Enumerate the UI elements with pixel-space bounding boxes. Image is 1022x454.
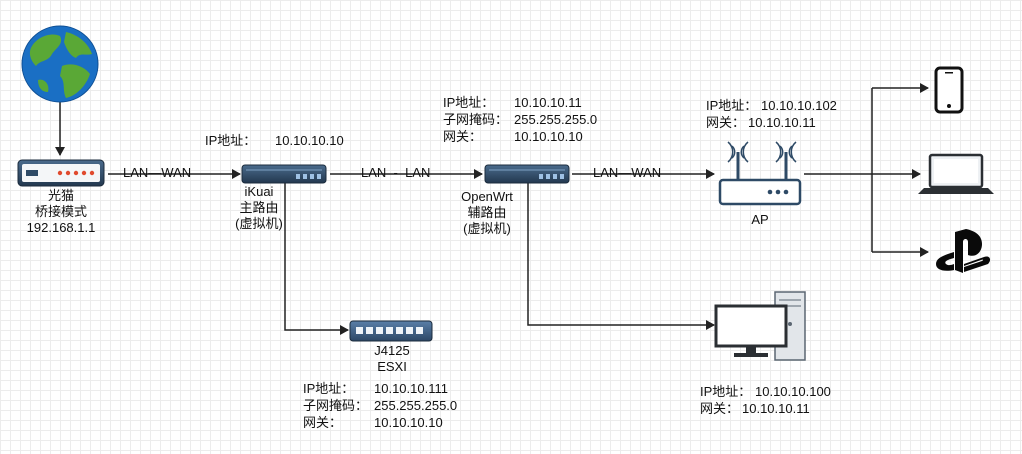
edge-ikuai-esxi bbox=[284, 183, 349, 335]
laptop-icon bbox=[918, 153, 994, 194]
ikuai-ip-key: IP地址： bbox=[205, 133, 257, 148]
pc-ip-key: IP地址： bbox=[700, 384, 752, 399]
modem-mode: 桥接模式 bbox=[34, 204, 88, 219]
ap-ip: 10.10.10.102 bbox=[761, 98, 837, 113]
ap-ip-key: IP地址： bbox=[706, 98, 758, 113]
switch-icon bbox=[349, 320, 433, 342]
esxi-ip-key: IP地址： bbox=[303, 381, 355, 396]
ikuai-name: iKuai bbox=[244, 184, 274, 199]
modem-label: 光猫 bbox=[47, 188, 75, 203]
openwrt-gw-key: 网关： bbox=[443, 129, 483, 144]
phone-icon bbox=[934, 66, 964, 114]
pc-ip: 10.10.10.100 bbox=[755, 384, 831, 399]
esxi-mask-key: 子网掩码： bbox=[303, 398, 369, 413]
openwrt-mask-key: 子网掩码： bbox=[443, 112, 509, 127]
modem-icon bbox=[17, 159, 105, 187]
ikuai-vm: (虚拟机) bbox=[235, 216, 283, 231]
esxi-gw: 10.10.10.10 bbox=[374, 415, 443, 430]
edge-label-ikuai-openwrt: LAN - LAN bbox=[361, 165, 431, 180]
openwrt-gw: 10.10.10.10 bbox=[514, 129, 583, 144]
globe-icon bbox=[21, 25, 99, 103]
openwrt-ip-key: IP地址： bbox=[443, 95, 495, 110]
pc-gw: 10.10.10.11 bbox=[742, 401, 810, 416]
esxi-mask: 255.255.255.0 bbox=[374, 398, 458, 413]
openwrt-vm: (虚拟机) bbox=[463, 221, 511, 236]
openwrt-role: 辅路由 bbox=[467, 205, 507, 220]
openwrt-mask: 255.255.255.0 bbox=[514, 112, 598, 127]
ikuai-ip: 10.10.10.10 bbox=[275, 133, 344, 148]
ap-gw-key: 网关： bbox=[706, 115, 746, 130]
edge-label-modem-ikuai: LAN—WAN bbox=[123, 165, 192, 180]
esxi-name: ESXI bbox=[377, 359, 407, 374]
esxi-gw-key: 网关： bbox=[303, 415, 343, 430]
edge-label-openwrt-ap: LAN—WAN bbox=[593, 165, 662, 180]
playstation-icon bbox=[936, 229, 991, 273]
openwrt-name: OpenWrt bbox=[461, 189, 513, 204]
ap-gw: 10.10.10.11 bbox=[748, 115, 816, 130]
openwrt-ip: 10.10.10.11 bbox=[514, 95, 582, 110]
esxi-cpu: J4125 bbox=[374, 343, 410, 358]
wifi-ap-icon bbox=[718, 141, 802, 206]
modem-ip: 192.168.1.1 bbox=[26, 220, 96, 235]
desktop-pc-icon bbox=[714, 291, 806, 361]
ap-label: AP bbox=[751, 212, 769, 227]
router-icon-ikuai bbox=[241, 164, 327, 184]
esxi-ip: 10.10.10.111 bbox=[374, 381, 448, 396]
pc-gw-key: 网关： bbox=[700, 401, 740, 416]
router-icon-openwrt bbox=[484, 164, 570, 184]
ikuai-role: 主路由 bbox=[239, 200, 279, 215]
edge-openwrt-pc bbox=[527, 183, 715, 330]
